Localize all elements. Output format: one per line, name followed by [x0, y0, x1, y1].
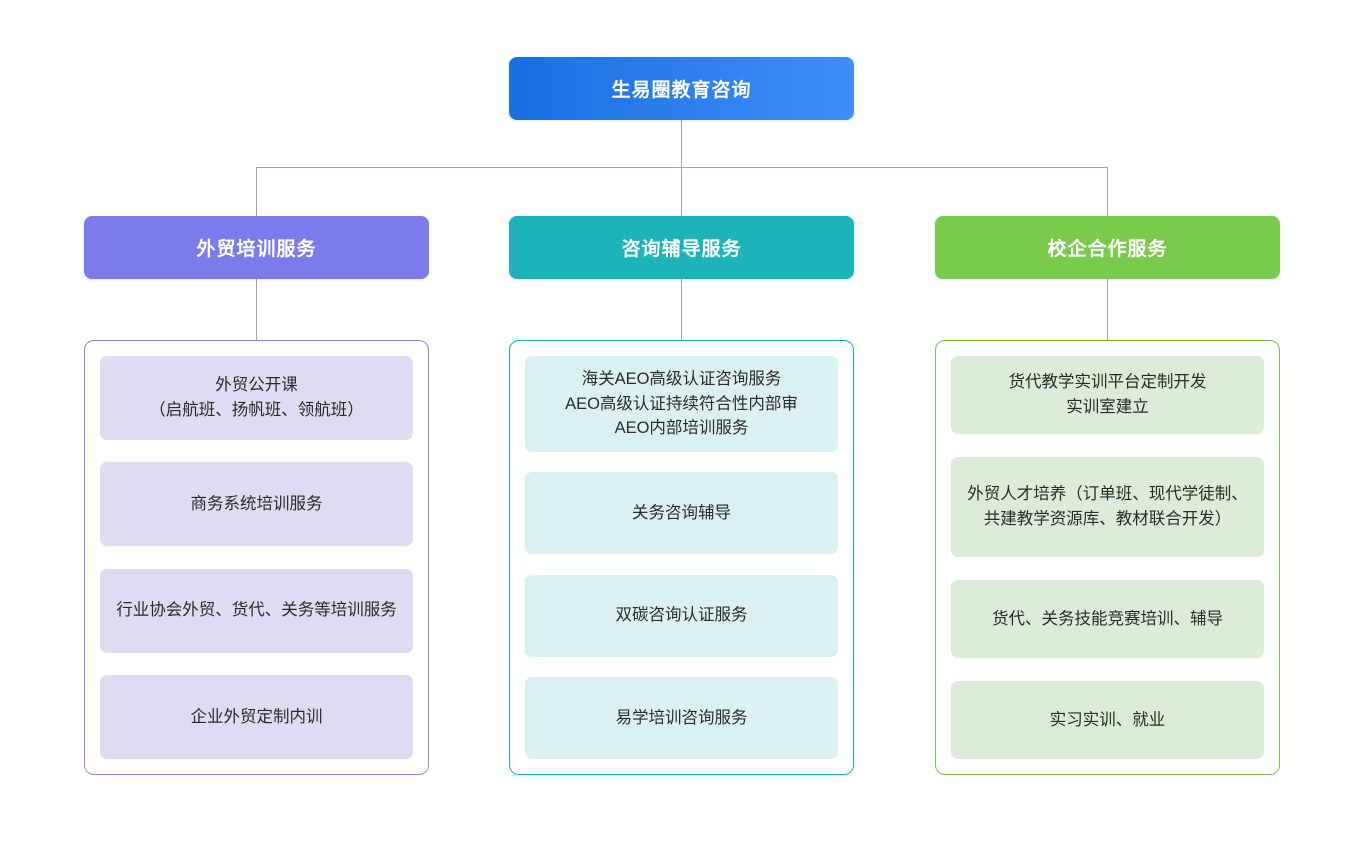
connector-root-stem [681, 120, 683, 168]
connector-drop-branch-3 [1107, 167, 1109, 217]
branch-body-foreign-trade-training: 外贸公开课 （启航班、扬帆班、领航班） 商务系统培训服务 行业协会外贸、货代、关… [84, 340, 429, 775]
root-node[interactable]: 生易圈教育咨询 [509, 57, 854, 120]
branch-header-foreign-trade-training[interactable]: 外贸培训服务 [84, 216, 429, 279]
service-card[interactable]: 实习实训、就业 [951, 681, 1264, 759]
branch-foreign-trade-training: 外贸培训服务 外贸公开课 （启航班、扬帆班、领航班） 商务系统培训服务 行业协会… [84, 216, 429, 775]
service-card[interactable]: 货代、关务技能竞赛培训、辅导 [951, 580, 1264, 658]
connector-header-to-body-1 [256, 279, 258, 341]
branch-header-school-enterprise-cooperation[interactable]: 校企合作服务 [935, 216, 1280, 279]
connector-drop-branch-2 [681, 167, 683, 217]
connector-horizontal-bus [256, 167, 1107, 169]
service-card[interactable]: 行业协会外贸、货代、关务等培训服务 [100, 568, 413, 653]
branch-header-label: 校企合作服务 [1047, 239, 1168, 260]
service-card[interactable]: 外贸公开课 （启航班、扬帆班、领航班） [100, 356, 413, 440]
branch-school-enterprise-cooperation: 校企合作服务 货代教学实训平台定制开发 实训室建立 外贸人才培养（订单班、现代学… [935, 216, 1280, 775]
branch-body-consulting-tutoring: 海关AEO高级认证咨询服务 AEO高级认证持续符合性内部审 AEO内部培训服务 … [509, 340, 854, 775]
service-card[interactable]: 海关AEO高级认证咨询服务 AEO高级认证持续符合性内部审 AEO内部培训服务 [525, 356, 838, 452]
service-card[interactable]: 企业外贸定制内训 [100, 674, 413, 759]
service-card[interactable]: 双碳咨询认证服务 [525, 574, 838, 657]
service-card[interactable]: 商务系统培训服务 [100, 462, 413, 547]
root-node-label: 生易圈教育咨询 [611, 80, 752, 101]
service-card[interactable]: 易学培训咨询服务 [525, 676, 838, 759]
service-card[interactable]: 关务咨询辅导 [525, 472, 838, 555]
connector-header-to-body-2 [681, 279, 683, 341]
service-card[interactable]: 外贸人才培养（订单班、现代学徒制、共建教学资源库、教材联合开发） [951, 457, 1264, 557]
branch-body-school-enterprise-cooperation: 货代教学实训平台定制开发 实训室建立 外贸人才培养（订单班、现代学徒制、共建教学… [935, 340, 1280, 775]
branch-header-label: 外贸培训服务 [196, 239, 317, 260]
connector-header-to-body-3 [1107, 279, 1109, 341]
branch-header-consulting-tutoring[interactable]: 咨询辅导服务 [509, 216, 854, 279]
connector-drop-branch-1 [256, 167, 258, 217]
branch-header-label: 咨询辅导服务 [621, 239, 742, 260]
service-card[interactable]: 货代教学实训平台定制开发 实训室建立 [951, 356, 1264, 434]
branch-consulting-tutoring: 咨询辅导服务 海关AEO高级认证咨询服务 AEO高级认证持续符合性内部审 AEO… [509, 216, 854, 775]
